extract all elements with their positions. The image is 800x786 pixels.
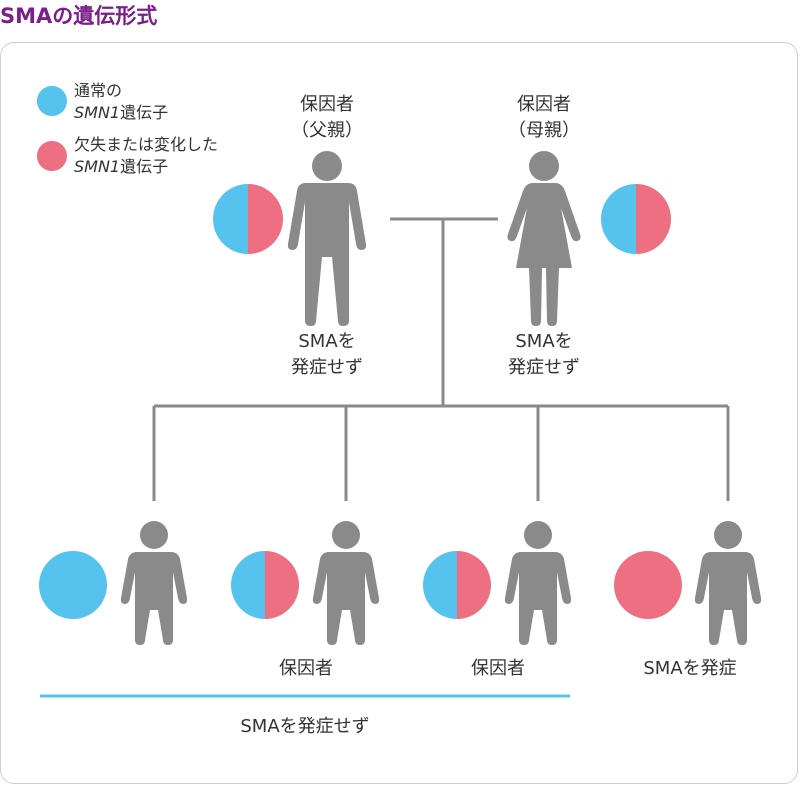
child-3-label: 保因者 bbox=[471, 658, 525, 679]
legend-normal-label: 通常の SMN1遺伝子 bbox=[74, 80, 168, 124]
mother-role-label: 保因者 bbox=[517, 94, 571, 115]
legend-normal-icon bbox=[37, 86, 67, 116]
diagram-frame bbox=[0, 42, 798, 784]
father-role-label: 保因者 bbox=[300, 94, 354, 115]
legend-mutant-icon-circle bbox=[37, 141, 67, 171]
child-4-genotype bbox=[614, 551, 682, 619]
child-2-genotype bbox=[231, 551, 299, 619]
child-3-person-icon bbox=[504, 521, 572, 645]
legend-normal-icon-circle bbox=[37, 86, 67, 116]
legend-normal-suffix: 遺伝子 bbox=[120, 103, 169, 122]
legend-normal-gene: SMN1 bbox=[74, 103, 121, 122]
legend-normal-line1: 通常の bbox=[74, 81, 123, 100]
father-status-line1: SMAを bbox=[298, 331, 356, 352]
legend-mutant-gene: SMN1 bbox=[74, 157, 121, 176]
father-genotype bbox=[213, 184, 283, 254]
father-relation-label: （父親） bbox=[291, 120, 363, 141]
child-1-genotype bbox=[39, 551, 107, 619]
mother-relation-label: （母親） bbox=[508, 120, 580, 141]
legend-mutant-label: 欠失または変化した SMN1遺伝子 bbox=[74, 134, 218, 178]
unaffected-bracket-label: SMAを発症せず bbox=[240, 716, 370, 737]
mother-genotype bbox=[601, 184, 671, 254]
family-tree-lines bbox=[152, 217, 730, 501]
child-3-genotype bbox=[423, 551, 491, 619]
mother-status-line2: 発症せず bbox=[508, 357, 580, 378]
father-status-line2: 発症せず bbox=[291, 357, 363, 378]
mother-person-icon bbox=[507, 151, 581, 326]
child-2-label: 保因者 bbox=[279, 658, 333, 679]
legend-mutant-line1: 欠失または変化した bbox=[74, 135, 219, 154]
legend-mutant-icon bbox=[37, 141, 67, 171]
child-4-person-icon bbox=[694, 521, 762, 645]
child-4-label: SMAを発症 bbox=[643, 658, 737, 679]
legend-mutant-suffix: 遺伝子 bbox=[120, 157, 169, 176]
child-2-person-icon bbox=[312, 521, 380, 645]
mother-status-line1: SMAを bbox=[515, 331, 573, 352]
child-1-person-icon bbox=[120, 521, 188, 645]
father-person-icon bbox=[287, 151, 367, 326]
diagram-title: SMAの遺伝形式 bbox=[0, 4, 158, 28]
